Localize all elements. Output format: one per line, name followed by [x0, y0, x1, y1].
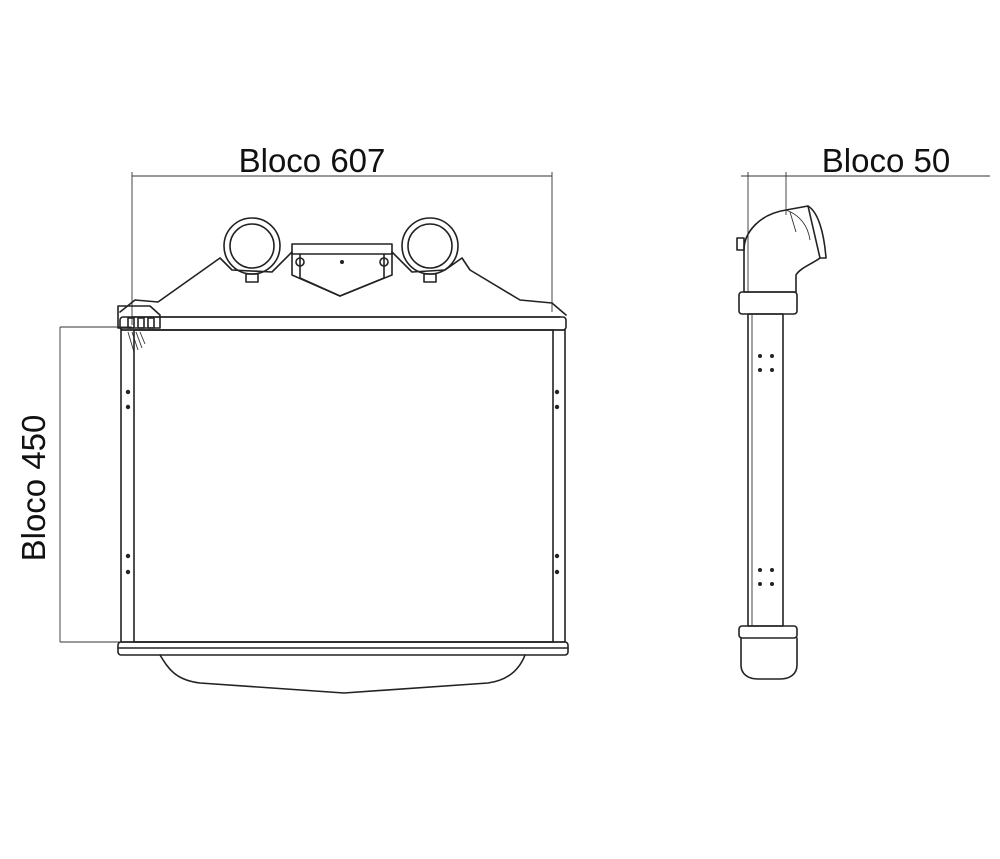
left-pipe	[223, 217, 281, 283]
side-outlet-elbow	[743, 205, 821, 293]
side-view-bolts	[758, 354, 774, 586]
left-clamp	[117, 305, 161, 353]
side-top-tank	[738, 291, 798, 315]
depth-dimension-label: Bloco 50	[822, 142, 950, 179]
front-view: Bloco 607 Bloco 450	[15, 142, 569, 694]
core-inner	[133, 329, 554, 643]
core	[120, 329, 566, 643]
height-dimension: Bloco 450	[15, 326, 132, 643]
bottom-tank	[159, 654, 526, 694]
side-bolts	[125, 389, 560, 575]
right-pipe	[401, 217, 459, 283]
depth-dimension: Bloco 50	[741, 142, 990, 292]
width-dimension: Bloco 607	[131, 142, 553, 325]
side-bottom-tank	[738, 625, 798, 680]
side-core	[747, 313, 784, 627]
height-dimension-label: Bloco 450	[15, 415, 52, 562]
width-dimension-label: Bloco 607	[239, 142, 386, 179]
side-view: Bloco 50	[736, 142, 990, 680]
top-header-bar	[119, 316, 567, 331]
center-bracket	[291, 243, 393, 297]
